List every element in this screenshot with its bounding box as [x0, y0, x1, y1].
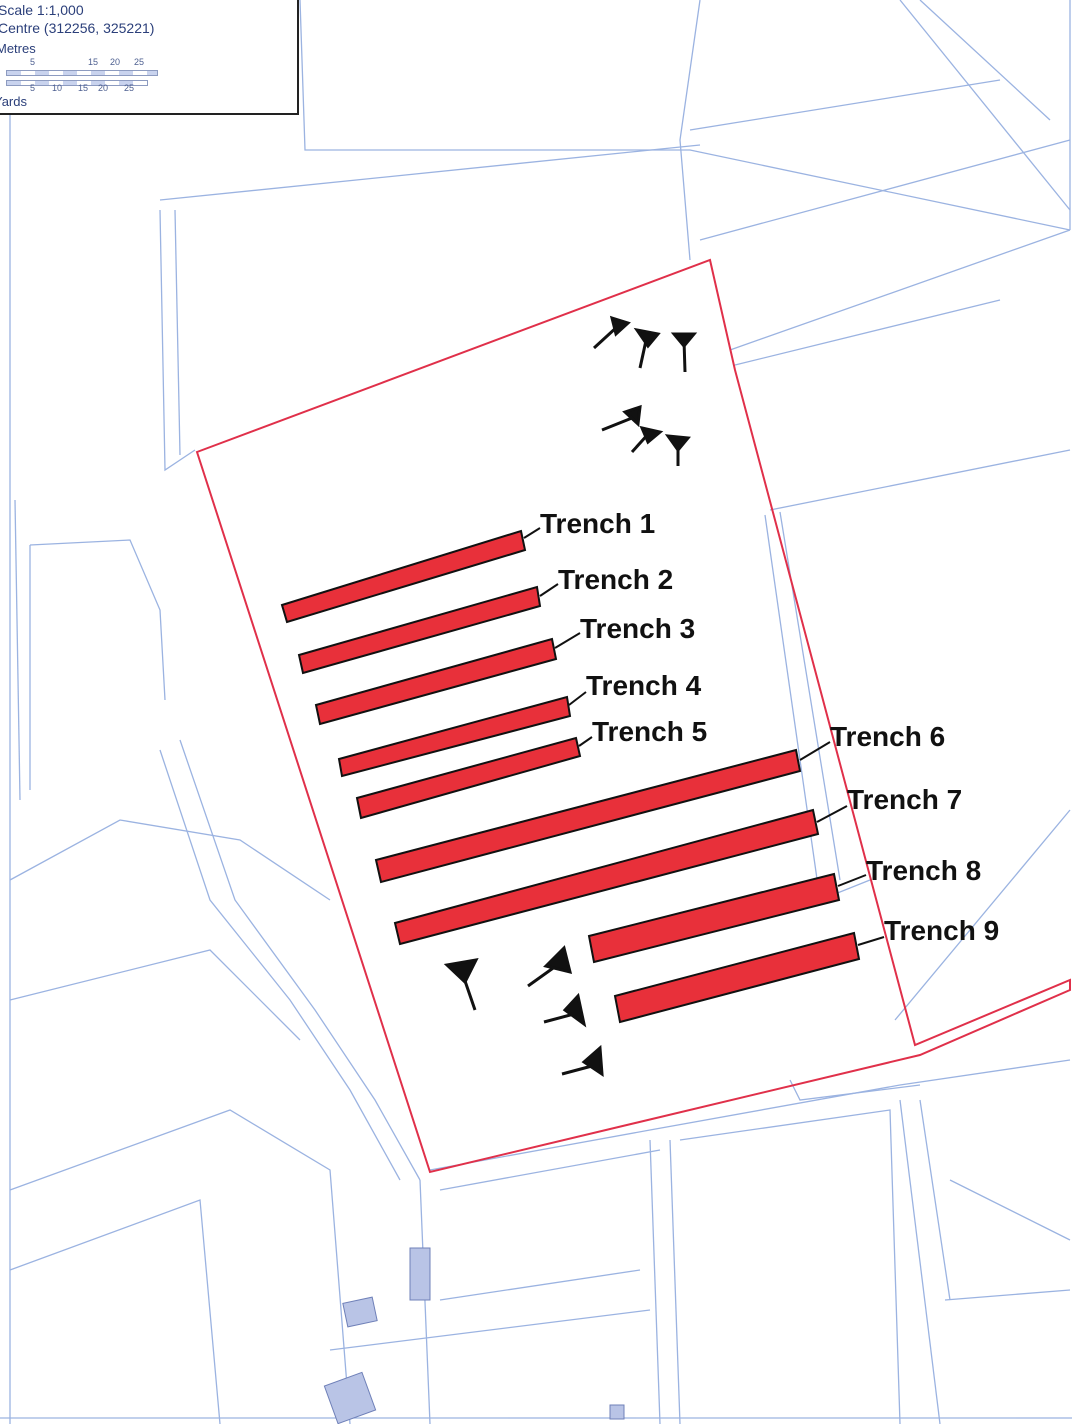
flag-marker-icon: [592, 315, 631, 350]
flag-marker-icon: [443, 958, 479, 1011]
trench-1-label: Trench 1: [540, 508, 656, 539]
base-map-line: [949, 1179, 1071, 1241]
flag-marker-icon: [630, 425, 664, 454]
flag-marker-icon: [601, 404, 642, 432]
metres-tick: 15: [88, 57, 99, 67]
metres-label: Metres: [0, 41, 36, 56]
base-map-line: [679, 1109, 901, 1424]
trench-4-label: Trench 4: [586, 670, 702, 701]
trench-8-label: Trench 8: [866, 855, 982, 886]
base-map-line: [159, 209, 196, 472]
metres-scale-bar: [6, 70, 158, 76]
building: [609, 1404, 625, 1420]
yards-label: Yards: [0, 94, 27, 109]
centre-text: Centre (312256, 325221): [0, 20, 155, 36]
flag-marker-icon: [527, 945, 573, 988]
trench-4-leader: [568, 691, 587, 706]
trench-9-label: Trench 9: [884, 915, 1000, 946]
trench-6-label: Trench 6: [830, 721, 946, 752]
yards-tick: 15: [78, 83, 89, 93]
buildings: [323, 1247, 625, 1424]
flag-marker-icon: [543, 992, 587, 1028]
base-map-line: [919, 0, 1051, 121]
base-map-line: [689, 79, 1001, 131]
yards-tick: 10: [52, 83, 63, 93]
markers: [443, 315, 698, 1077]
base-map-line: [919, 1099, 951, 1301]
yards-tick: 20: [98, 83, 109, 93]
trench-7-rect: [393, 808, 820, 946]
flag-marker-icon: [633, 327, 661, 369]
trench-layer: [280, 529, 861, 1024]
trench-2-leader: [539, 583, 559, 597]
metres-tick: 20: [110, 57, 121, 67]
base-map-line: [944, 1289, 1071, 1301]
trench-3-label: Trench 3: [580, 613, 696, 644]
base-map-line: [174, 209, 181, 456]
trench-8-leader: [837, 874, 867, 887]
yards-tick: 25: [124, 83, 135, 93]
label-leaders: [523, 527, 885, 946]
trench-6-rect: [374, 748, 802, 884]
base-map-line: [9, 1199, 221, 1424]
base-map-line: [649, 1139, 661, 1424]
trench-5-leader: [578, 736, 593, 747]
base-map-line: [894, 809, 1071, 1021]
base-map-line: [669, 1139, 681, 1424]
trench-4-rect: [337, 695, 572, 778]
base-map-line: [679, 0, 701, 261]
building: [342, 1296, 378, 1328]
base-map-line: [14, 499, 21, 801]
scale-panel: Scale 1:1,000 Centre (312256, 325221) Me…: [0, 0, 299, 115]
base-map-line: [179, 739, 421, 1181]
trench-5-label: Trench 5: [592, 716, 708, 747]
base-map-line: [729, 229, 1071, 351]
trench-7-label: Trench 7: [847, 784, 963, 815]
trench-8-rect: [587, 872, 841, 964]
trench-2-label: Trench 2: [558, 564, 674, 595]
base-map-line: [429, 1059, 1071, 1171]
base-map-line: [439, 1149, 661, 1191]
base-map-line: [159, 144, 701, 201]
yards-tick: 5: [30, 83, 36, 93]
base-map-line: [699, 139, 1071, 241]
trench-1-rect: [280, 529, 527, 624]
base-map-line: [9, 1109, 351, 1424]
base-map-line: [299, 0, 1071, 231]
trench-7-leader: [816, 805, 848, 823]
metres-tick: 5: [30, 57, 36, 67]
base-map-line: [419, 1179, 431, 1424]
trench-9-rect: [613, 931, 861, 1024]
scale-text: Scale 1:1,000: [0, 2, 84, 18]
trench-3-leader: [554, 632, 581, 649]
trench-5-rect: [355, 736, 582, 820]
base-map-line: [9, 949, 301, 1041]
base-map-line: [789, 1079, 921, 1101]
trench-6-leader: [799, 741, 831, 761]
base-map-line: [899, 1099, 941, 1424]
site-boundary: [195, 258, 1071, 1174]
base-map-line: [769, 449, 1071, 511]
trench-9-leader: [857, 936, 885, 946]
building: [323, 1371, 377, 1424]
flag-marker-icon: [561, 1044, 604, 1077]
yards-scale-bar: [6, 80, 148, 86]
base-map-line: [734, 299, 1001, 366]
trench-2-rect: [297, 585, 542, 675]
trench-3-rect: [314, 637, 558, 726]
base-map-line: [9, 819, 331, 901]
flag-marker-icon: [664, 434, 691, 466]
base-map-line: [329, 1309, 651, 1351]
building: [409, 1247, 431, 1301]
base-map-line: [29, 539, 166, 701]
base-map-line: [159, 749, 401, 1181]
base-map-line: [439, 1269, 641, 1301]
base-map-line: [899, 0, 1071, 211]
metres-tick: 25: [134, 57, 145, 67]
trench-1-leader: [523, 527, 541, 539]
flag-marker-icon: [670, 332, 698, 373]
